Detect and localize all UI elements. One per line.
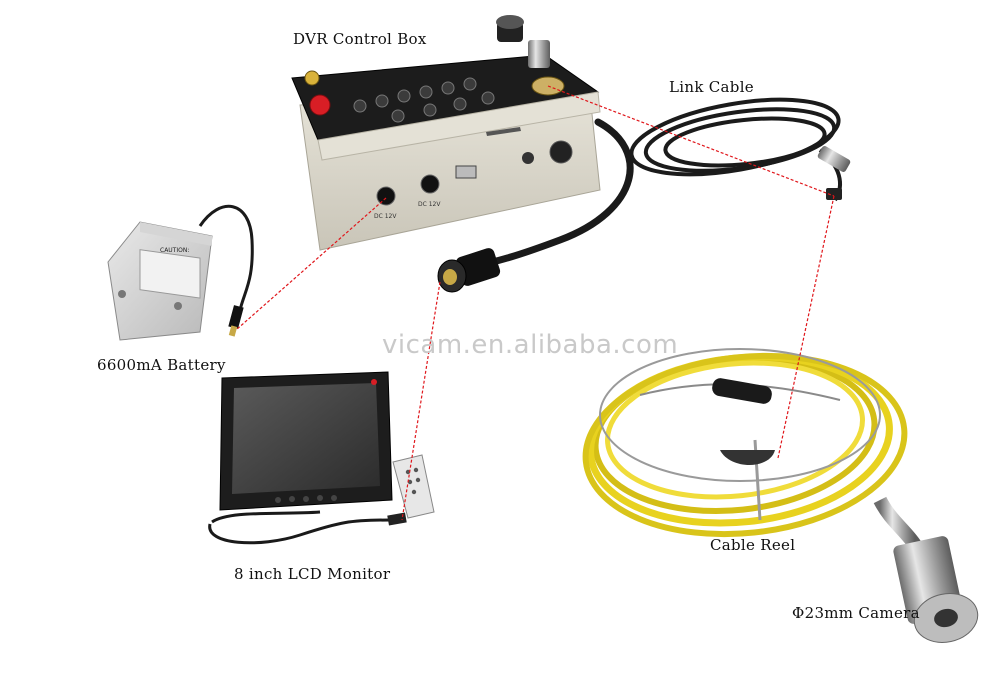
leader-lines bbox=[235, 85, 835, 521]
lcd-monitor-image bbox=[208, 371, 407, 545]
charge-port-label: DC 12V bbox=[418, 201, 441, 208]
link-cable-image bbox=[629, 97, 842, 202]
remote-control-image bbox=[392, 454, 435, 519]
link-cable-connector-icon bbox=[817, 146, 851, 172]
lcd-monitor-label: 8 inch LCD Monitor bbox=[234, 565, 391, 583]
power-port-label: DC 12V bbox=[374, 213, 397, 220]
dvr-control-box-label: DVR Control Box bbox=[293, 30, 427, 48]
link-cable-label: Link Cable bbox=[669, 78, 754, 96]
camera-label: Φ23mm Camera bbox=[792, 604, 920, 622]
watermark-text: vicam.en.alibaba.com bbox=[382, 330, 679, 360]
camera-image bbox=[873, 496, 979, 643]
cable-reel-label: Cable Reel bbox=[710, 536, 796, 554]
battery-image: CAUTION: bbox=[107, 204, 254, 341]
cable-reel-image bbox=[582, 348, 908, 538]
record-button-icon bbox=[309, 94, 331, 116]
dvr-control-box-image: DC 12V DC 12V bbox=[291, 15, 601, 251]
battery-label: 6600mA Battery bbox=[97, 356, 226, 374]
battery-caution-text: CAUTION: bbox=[160, 247, 189, 254]
aviation-connector-image bbox=[437, 248, 501, 293]
link-cable-plug-icon bbox=[826, 188, 842, 200]
